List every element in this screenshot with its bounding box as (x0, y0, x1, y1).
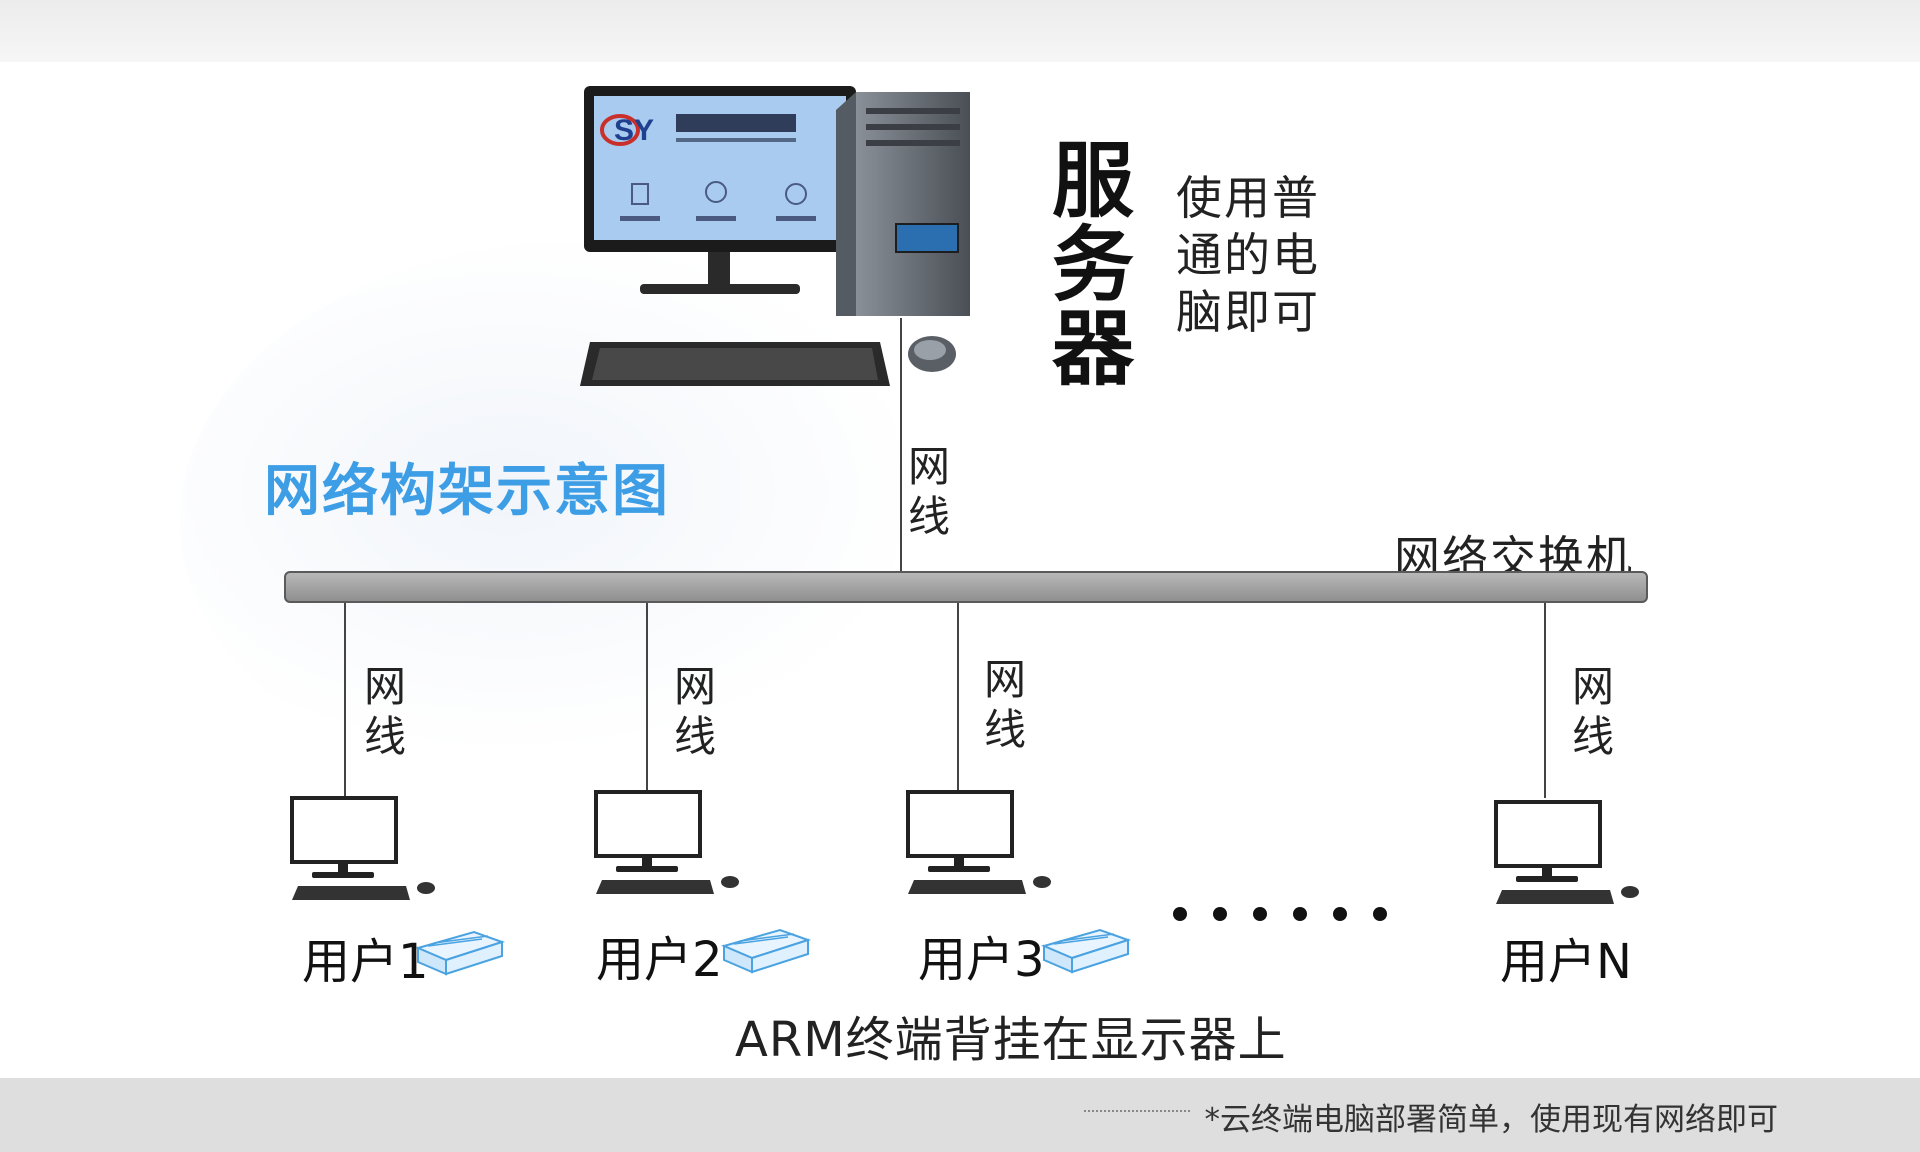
bottom-band (0, 1078, 1920, 1152)
user-cable-n (1544, 603, 1546, 798)
server-title-char: 服 (1052, 134, 1135, 229)
user-label-2: 用户2 (596, 932, 723, 988)
user-cable-label-n: 网线 (1571, 662, 1614, 761)
user-cable-2 (646, 603, 648, 798)
arm-terminal-2 (721, 928, 812, 974)
arm-terminal-1 (415, 930, 506, 976)
more-users-ellipsis (1173, 907, 1387, 921)
user-cable-label-2: 网线 (673, 662, 716, 761)
user-workstation-n (1494, 800, 1639, 904)
user-cable-label-3: 网线 (983, 655, 1026, 754)
server-cable-label: 网线 (907, 442, 950, 541)
arm-caption: ARM终端背挂在显示器上 (735, 1012, 1287, 1068)
server-title-char: 器 (1052, 302, 1135, 397)
user-label-3: 用户3 (918, 932, 1045, 988)
footnote-rule (1084, 1110, 1190, 1112)
top-band (0, 0, 1920, 62)
watermark (180, 240, 1000, 800)
user-workstation-2 (594, 790, 739, 894)
user-workstation-3 (906, 790, 1051, 894)
diagram-title: 网络构架示意图 (264, 459, 670, 524)
server-computer: SY (580, 86, 970, 386)
screen-icon-b (705, 181, 727, 203)
user-label-1: 用户1 (302, 934, 429, 990)
user-workstation-1 (290, 796, 435, 900)
user-label-n: 用户N (1500, 934, 1632, 990)
server-cable (900, 318, 902, 573)
network-switch (284, 571, 1648, 603)
user-cable-1 (344, 603, 346, 798)
server-title: 服 务 器 (1052, 134, 1135, 397)
user-cable-label-1: 网线 (363, 662, 406, 761)
arm-terminal-3 (1041, 928, 1132, 974)
server-note: 使用普通的电脑即可 (1176, 171, 1320, 339)
user-cable-3 (957, 603, 959, 798)
screen-icon-c (785, 183, 807, 205)
server-title-char: 务 (1052, 218, 1135, 313)
footnote: *云终端电脑部署简单，使用现有网络即可 (1204, 1102, 1779, 1138)
screen-brand: SY (614, 114, 654, 147)
screen-icon-a (631, 183, 649, 205)
